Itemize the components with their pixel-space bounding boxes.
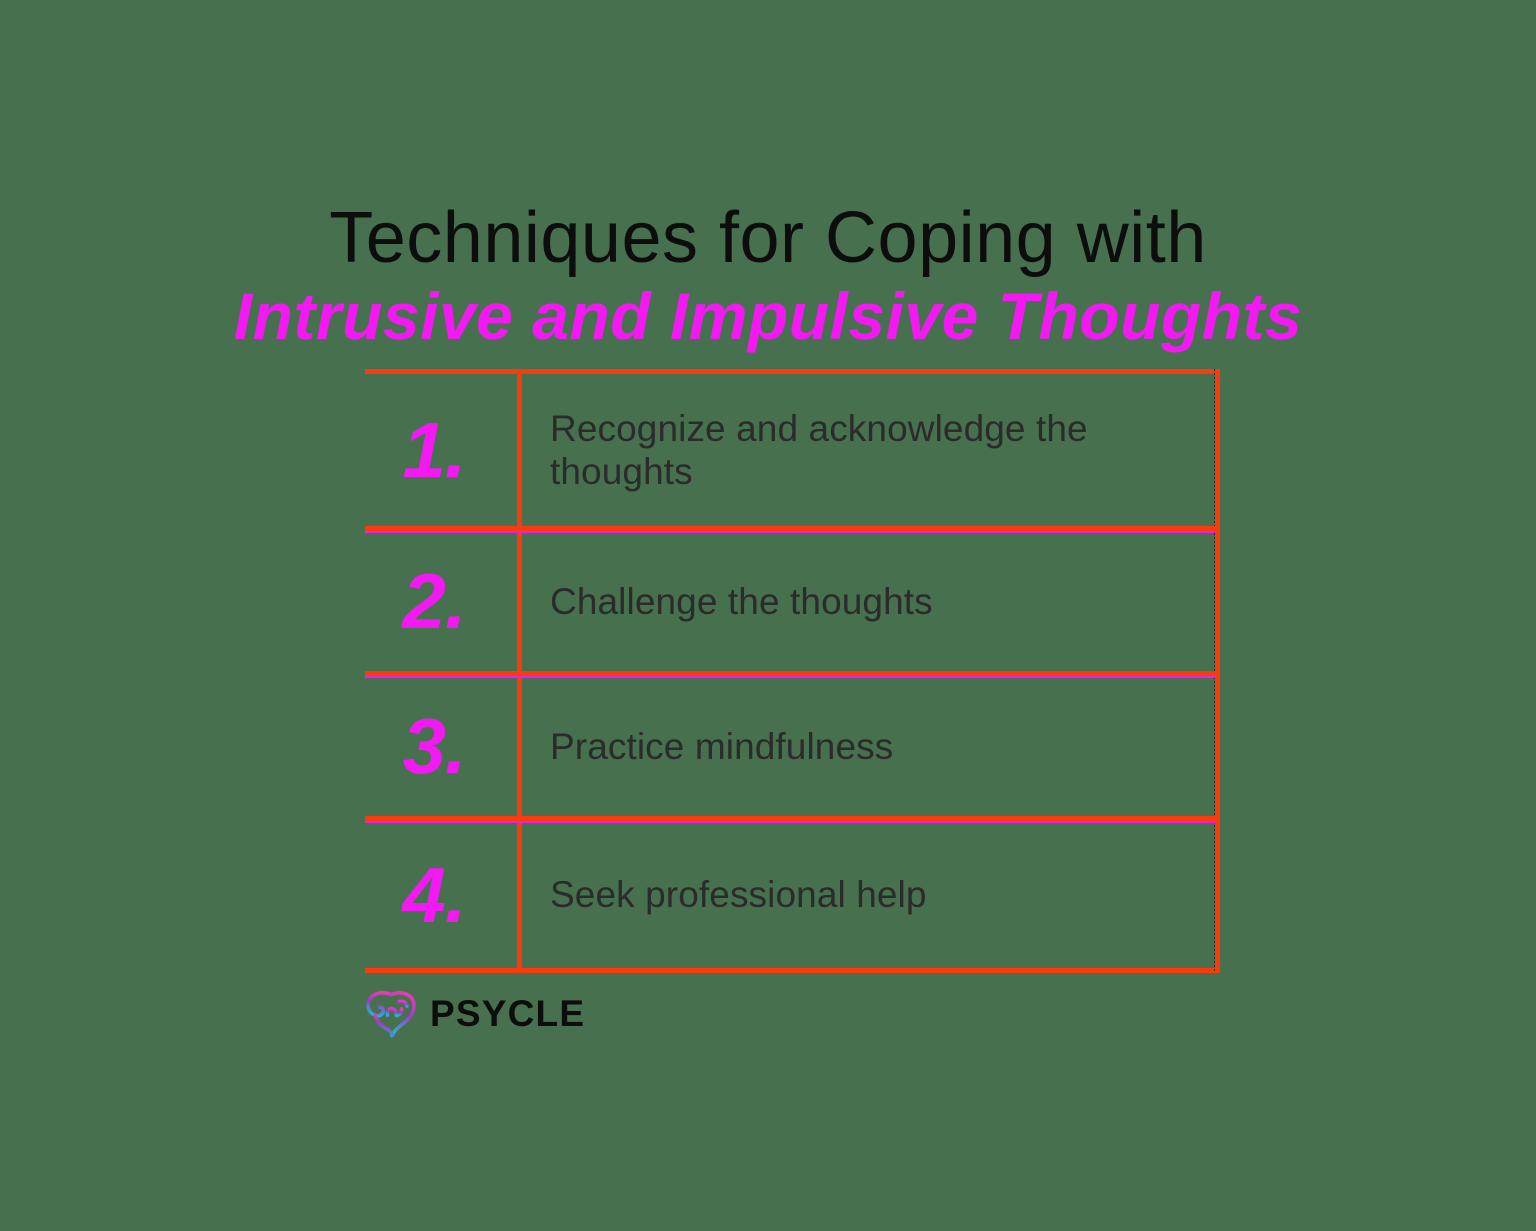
table-row: 3. Practice mindfulness xyxy=(365,671,1220,816)
heading-block: Techniques for Coping with Intrusive and… xyxy=(0,196,1536,354)
table-row: 2. Challenge the thoughts xyxy=(365,526,1220,671)
row-number-cell: 3. xyxy=(365,676,522,816)
row-text: Recognize and acknowledge the thoughts xyxy=(550,408,1088,492)
row-number: 2. xyxy=(402,557,466,645)
row-text: Seek professional help xyxy=(550,874,927,915)
logo-wordmark: PSYCLE xyxy=(430,992,586,1034)
techniques-table: 1. Recognize and acknowledge the thought… xyxy=(365,369,1220,973)
row-number: 3. xyxy=(402,702,466,790)
row-text-cell: Challenge the thoughts xyxy=(522,580,1220,623)
table-row: 4. Seek professional help xyxy=(365,816,1220,968)
table-row: 1. Recognize and acknowledge the thought… xyxy=(365,374,1220,526)
row-text-cell: Practice mindfulness xyxy=(522,725,1220,768)
row-number: 4. xyxy=(402,850,466,939)
row-text-cell: Recognize and acknowledge the thoughts xyxy=(522,407,1220,493)
brand-logo: PSYCLE xyxy=(363,988,585,1038)
page-subtitle: Intrusive and Impulsive Thoughts xyxy=(233,279,1303,353)
page-title: Techniques for Coping with xyxy=(329,198,1207,278)
row-number-cell: 1. xyxy=(365,374,522,526)
row-text-cell: Seek professional help xyxy=(522,873,1220,916)
brain-icon xyxy=(366,991,416,1038)
row-text: Practice mindfulness xyxy=(550,725,894,767)
row-number-cell: 2. xyxy=(365,531,522,671)
row-number: 1. xyxy=(402,406,466,494)
row-text: Challenge the thoughts xyxy=(550,580,933,622)
row-number-cell: 4. xyxy=(365,821,522,968)
